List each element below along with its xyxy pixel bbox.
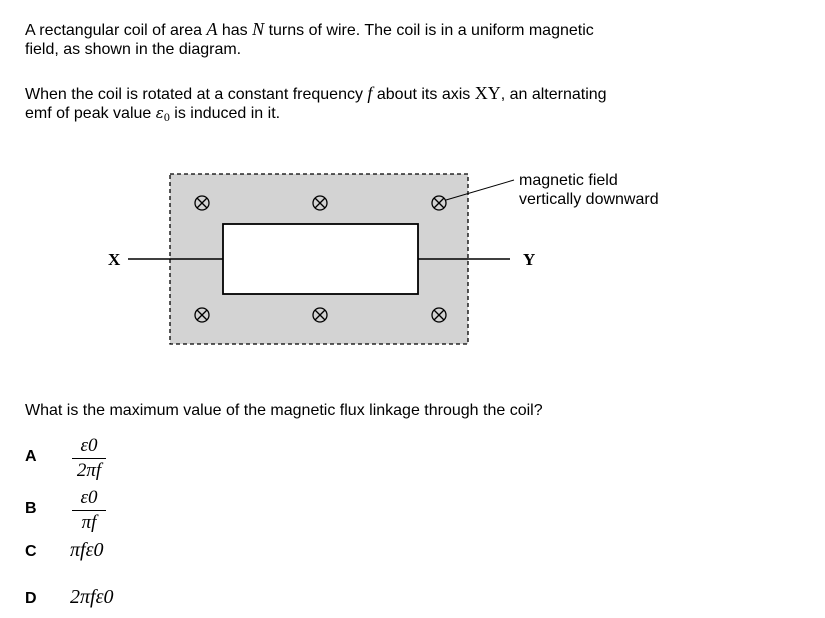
symbol-emf: ε: [155, 104, 164, 122]
axis-label-x: X: [108, 250, 121, 269]
question-paragraph-2: When the coil is rotated at a constant f…: [25, 84, 725, 127]
field-into-page-icon: [312, 307, 328, 323]
symbol-axis: XY: [474, 83, 501, 103]
field-into-page-icon: [431, 307, 447, 323]
p2-text-4: emf of peak value: [25, 105, 156, 122]
field-into-page-icon: [431, 195, 447, 211]
option-b-letter[interactable]: B: [25, 500, 37, 517]
option-d-expression[interactable]: 2πfε0: [70, 586, 114, 608]
field-into-page-icon: [312, 195, 328, 211]
axis-label-y: Y: [523, 250, 535, 269]
option-a-numerator: ε0: [80, 435, 98, 456]
option-a-denominator: 2πf: [76, 460, 102, 481]
option-b-denominator: πf: [81, 512, 97, 533]
p1-text-4: field, as shown in the diagram.: [25, 41, 242, 58]
p2-text-3: , an alternating: [500, 86, 607, 103]
question-paragraph-1: A rectangular coil of area A has N turns…: [25, 20, 725, 59]
field-into-page-icon: [194, 195, 210, 211]
fraction-bar: [72, 458, 106, 459]
p2-text-2: about its axis: [372, 86, 475, 103]
option-a-letter[interactable]: A: [25, 448, 37, 465]
fraction-bar: [72, 510, 106, 511]
symbol-frequency: f: [367, 83, 373, 103]
p1-text-1: A rectangular coil of area: [25, 22, 207, 39]
option-c-expression[interactable]: πfε0: [70, 539, 104, 561]
p2-text-5: is induced in it.: [169, 105, 281, 122]
field-label-leader: [445, 179, 515, 201]
option-d-letter[interactable]: D: [25, 590, 37, 607]
symbol-turns: N: [252, 19, 265, 39]
p1-text-3: turns of wire. The coil is in a uniform …: [264, 22, 594, 39]
question-text: What is the maximum value of the magneti…: [25, 402, 543, 419]
p2-text-1: When the coil is rotated at a constant f…: [25, 86, 368, 103]
p1-text-2: has: [217, 22, 253, 39]
field-into-page-icon: [194, 307, 210, 323]
field-label-line-1: magnetic field: [519, 172, 618, 189]
option-b-expression[interactable]: ε0 πf: [72, 488, 106, 533]
option-b-numerator: ε0: [80, 487, 98, 508]
option-a-expression[interactable]: ε0 2πf: [72, 436, 106, 481]
symbol-area: A: [206, 19, 218, 39]
field-label-line-2: vertically downward: [519, 191, 659, 208]
coil: [222, 223, 419, 295]
field-label: magnetic field vertically downward: [519, 171, 659, 209]
option-c-letter[interactable]: C: [25, 543, 37, 560]
symbol-emf-subscript: 0: [163, 110, 170, 124]
